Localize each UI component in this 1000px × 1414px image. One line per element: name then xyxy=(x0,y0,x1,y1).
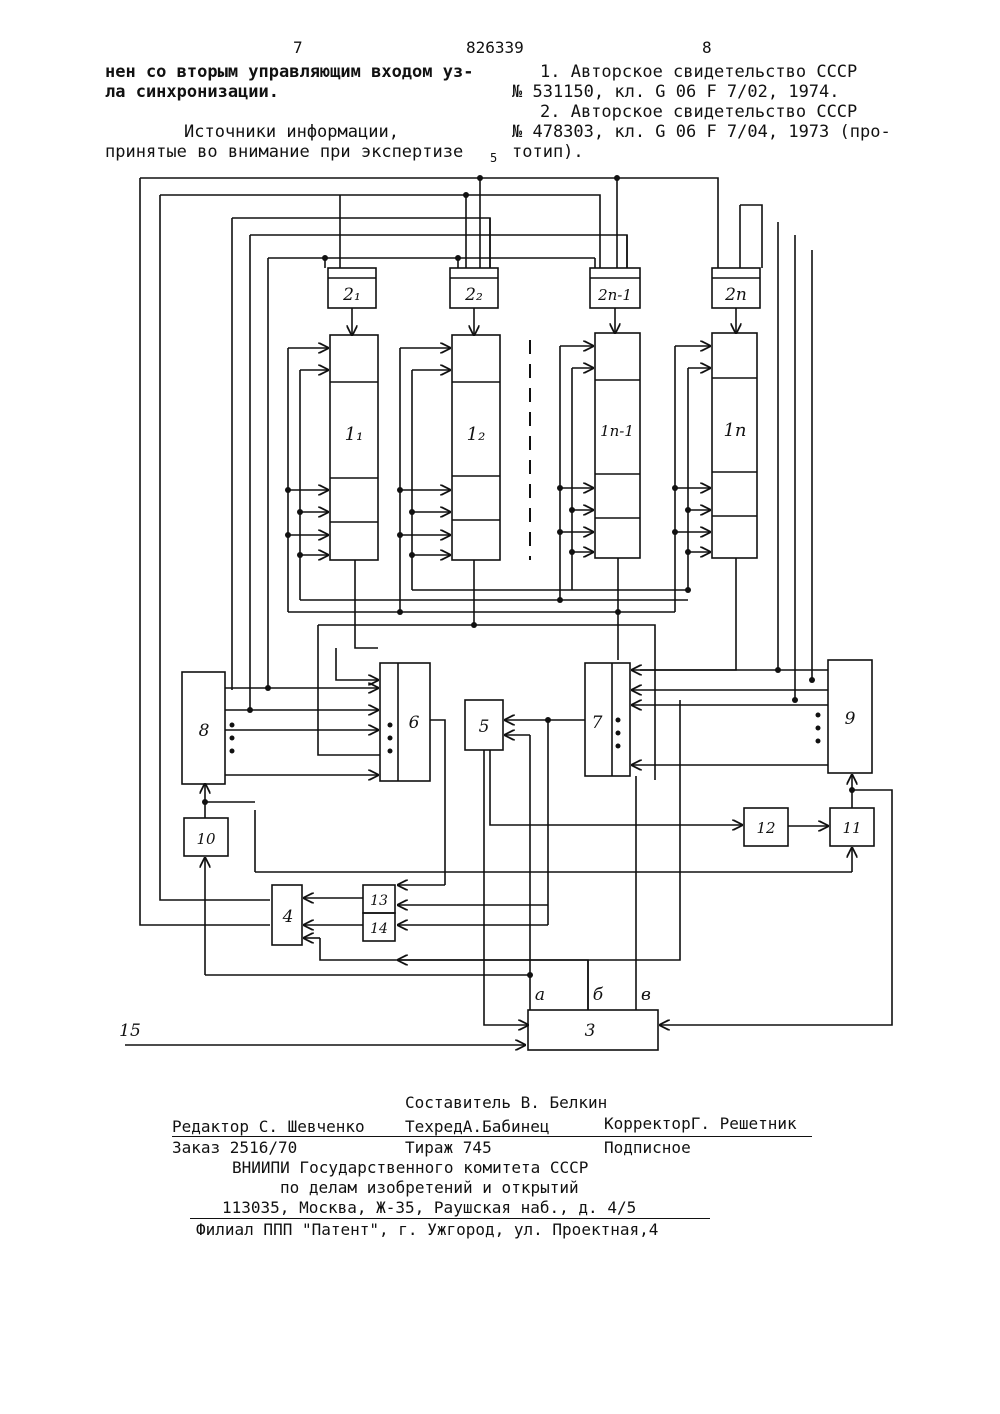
register-1-inputs xyxy=(288,346,710,612)
footer-rule-2 xyxy=(190,1218,710,1219)
footer-subscription: Подписное xyxy=(604,1138,691,1158)
label-register-1-1: 1₁ xyxy=(345,424,364,445)
label-output-b: б xyxy=(593,985,604,1005)
label-block-10: 10 xyxy=(196,830,216,848)
label-register-2-1: 2₁ xyxy=(342,285,361,305)
label-register-1-2: 1₂ xyxy=(467,424,486,445)
footer-address: 113035, Москва, Ж-35, Раушская наб., д. … xyxy=(222,1198,636,1218)
footer-editor: Редактор С. Шевченко xyxy=(172,1117,365,1137)
label-input-15: 15 xyxy=(119,1021,141,1041)
footer-compiler: Составитель В. Белкин xyxy=(405,1093,607,1113)
label-output-v: в xyxy=(641,985,651,1005)
register-1-n-1-box xyxy=(595,333,640,558)
register-1-n-box xyxy=(712,333,757,558)
block-6-box xyxy=(380,663,430,781)
footer-branch: Филиал ППП "Патент", г. Ужгород, ул. Про… xyxy=(196,1220,658,1240)
footer-corrector: КорректорГ. Решетник xyxy=(604,1114,797,1134)
label-register-2-n: 2n xyxy=(724,285,747,305)
register-1-2-box xyxy=(452,335,500,560)
label-block-13: 13 xyxy=(370,893,388,909)
label-block-4: 4 xyxy=(282,907,294,927)
label-block-7: 7 xyxy=(592,713,603,733)
label-block-5: 5 xyxy=(479,717,490,737)
label-block-14: 14 xyxy=(370,921,388,937)
footer-order: Заказ 2516/70 xyxy=(172,1138,297,1158)
label-block-12: 12 xyxy=(756,819,775,837)
label-block-6: 6 xyxy=(409,713,420,733)
footer-rule-1 xyxy=(172,1136,812,1137)
footer-org-line-1: ВНИИПИ Государственного комитета СССР xyxy=(232,1158,588,1178)
label-block-11: 11 xyxy=(842,819,861,837)
label-register-2-n-1: 2n-1 xyxy=(597,286,632,304)
label-block-3: 3 xyxy=(585,1021,596,1041)
register-1-1-box xyxy=(330,335,378,560)
label-block-9: 9 xyxy=(845,709,856,729)
label-output-a: а xyxy=(535,985,545,1005)
label-register-1-n: 1n xyxy=(723,420,746,441)
label-register-2-2: 2₂ xyxy=(464,285,483,305)
label-register-1-n-1: 1n-1 xyxy=(600,422,634,440)
label-block-8: 8 xyxy=(199,721,210,741)
footer-org-line-2: по делам изобретений и открытий xyxy=(280,1178,579,1198)
footer-techred: ТехредА.Бабинец xyxy=(405,1117,550,1137)
footer-print-run: Тираж 745 xyxy=(405,1138,492,1158)
